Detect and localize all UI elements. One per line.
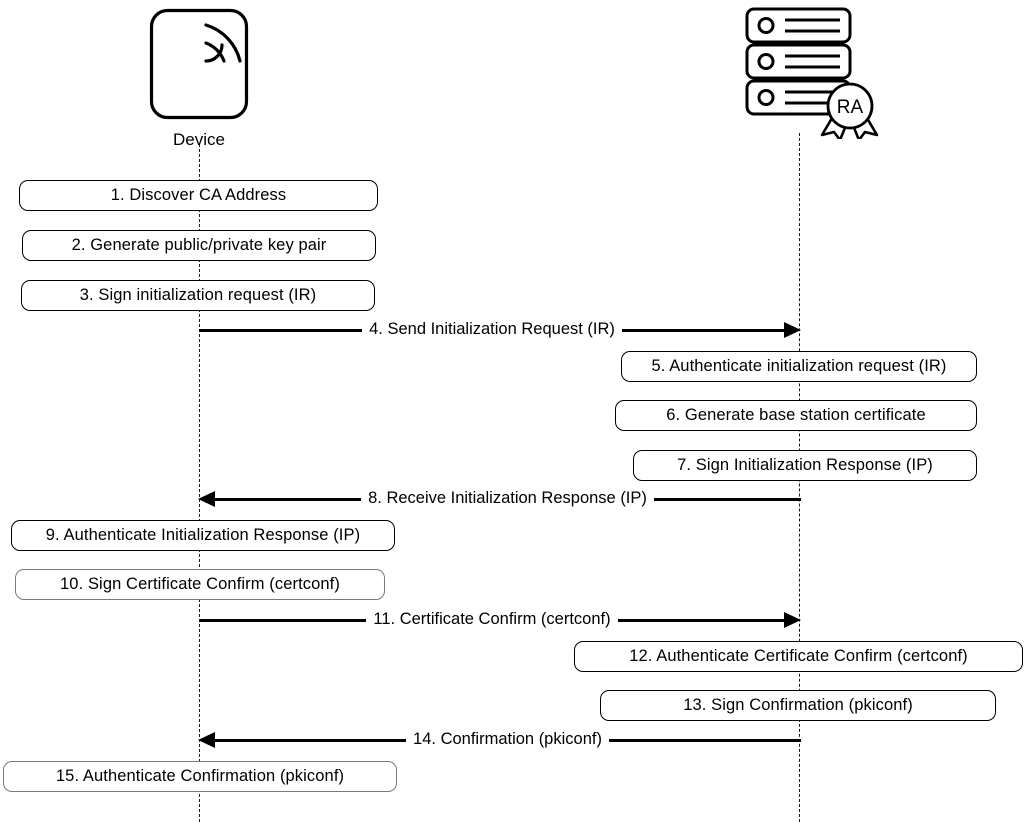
action-label: 12. Authenticate Certificate Confirm (ce… xyxy=(629,647,968,665)
message-label: 14. Confirmation (pkiconf) xyxy=(413,729,602,748)
message-step-8[interactable]: 8. Receive Initialization Response (IP) xyxy=(198,486,801,512)
action-box-step-7[interactable]: 7. Sign Initialization Response (IP) xyxy=(633,450,977,481)
message-label: 8. Receive Initialization Response (IP) xyxy=(368,488,647,507)
arrow-head-right-icon xyxy=(784,612,801,628)
actor-ra[interactable]: RA xyxy=(740,4,880,142)
message-label: 4. Send Initialization Request (IR) xyxy=(369,319,615,338)
action-label: 3. Sign initialization request (IR) xyxy=(79,286,317,304)
lifeline-device xyxy=(199,144,200,822)
arrow-head-left-icon xyxy=(198,491,215,507)
action-label: 6. Generate base station certificate xyxy=(666,406,926,424)
message-line xyxy=(653,497,801,501)
action-label: 2. Generate public/private key pair xyxy=(71,236,327,254)
action-label: 9. Authenticate Initialization Response … xyxy=(45,526,361,544)
action-box-step-6[interactable]: 6. Generate base station certificate xyxy=(615,400,977,431)
device-wireless-icon xyxy=(149,8,249,120)
actor-device[interactable] xyxy=(149,8,249,120)
message-line xyxy=(199,618,367,622)
action-box-step-10[interactable]: 10. Sign Certificate Confirm (certconf) xyxy=(15,569,385,600)
action-label: 15. Authenticate Confirmation (pkiconf) xyxy=(55,767,345,785)
message-line xyxy=(621,328,786,332)
actor-label-device: Device xyxy=(173,130,225,149)
action-box-step-3[interactable]: 3. Sign initialization request (IR) xyxy=(21,280,375,311)
server-stack-icon: RA xyxy=(745,7,879,142)
message-line xyxy=(199,328,363,332)
action-box-step-15[interactable]: 15. Authenticate Confirmation (pkiconf) xyxy=(3,761,397,792)
message-line xyxy=(214,497,362,501)
message-line xyxy=(608,738,802,742)
action-box-step-5[interactable]: 5. Authenticate initialization request (… xyxy=(621,351,977,382)
action-label: 7. Sign Initialization Response (IP) xyxy=(677,456,933,474)
action-label: 13. Sign Confirmation (pkiconf) xyxy=(683,696,913,714)
action-box-step-1[interactable]: 1. Discover CA Address xyxy=(19,180,378,211)
message-label: 11. Certificate Confirm (certconf) xyxy=(373,609,611,628)
message-step-11[interactable]: 11. Certificate Confirm (certconf) xyxy=(199,607,801,633)
ra-badge-text: RA xyxy=(837,97,864,118)
arrow-head-left-icon xyxy=(198,732,215,748)
action-label: 10. Sign Certificate Confirm (certconf) xyxy=(60,575,340,593)
action-box-step-2[interactable]: 2. Generate public/private key pair xyxy=(22,230,376,261)
action-label: 5. Authenticate initialization request (… xyxy=(651,357,947,375)
action-label: 1. Discover CA Address xyxy=(110,186,287,204)
action-box-step-13[interactable]: 13. Sign Confirmation (pkiconf) xyxy=(600,690,996,721)
action-box-step-9[interactable]: 9. Authenticate Initialization Response … xyxy=(11,520,395,551)
message-step-4[interactable]: 4. Send Initialization Request (IR) xyxy=(199,317,802,343)
message-line xyxy=(214,738,407,742)
message-step-14[interactable]: 14. Confirmation (pkiconf) xyxy=(198,727,802,753)
message-line xyxy=(617,618,785,622)
arrow-head-right-icon xyxy=(784,322,802,338)
action-box-step-12[interactable]: 12. Authenticate Certificate Confirm (ce… xyxy=(574,641,1023,672)
